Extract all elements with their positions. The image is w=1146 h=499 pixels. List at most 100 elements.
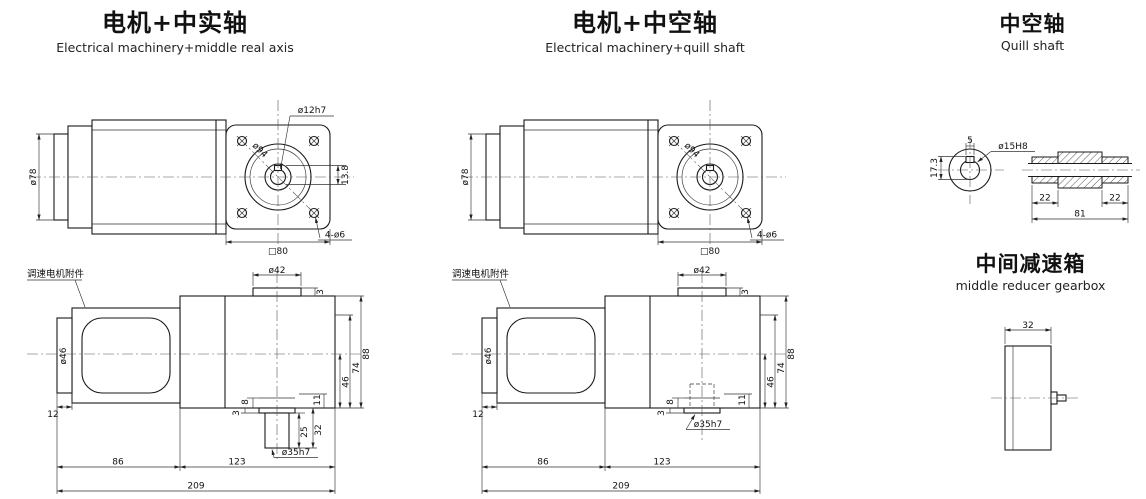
dim-label-output-shaft: ø12h7 xyxy=(298,106,326,116)
reducer-gearbox-detail: 32 xyxy=(991,321,1079,451)
dim-74: 74 xyxy=(760,314,787,409)
dim-11: 11 xyxy=(299,393,327,408)
title-cn-solid: 电机+中实轴 xyxy=(101,9,249,37)
dim-74: 74 xyxy=(335,314,362,409)
dim-segment-left: 22 xyxy=(1031,185,1059,207)
dim-label-boss-diameter: ø42 xyxy=(694,266,711,276)
dim-88: 88 xyxy=(760,295,797,409)
dim-label-123: 123 xyxy=(653,458,670,468)
dim-keyway-height: 17.3 xyxy=(930,156,967,180)
dim-label-88: 88 xyxy=(787,348,797,360)
dim-mounting-holes: 4-ø6 xyxy=(315,217,352,241)
accessory-label: 调速电机附件 xyxy=(27,268,85,280)
dim-mounting-holes: 4-ø6 xyxy=(747,217,784,241)
bolt-hole xyxy=(740,135,752,147)
dim-bore-diameter: ø15H8 xyxy=(977,142,1035,163)
dim-collar-3: 3 xyxy=(232,408,259,416)
dim-boss-height: 3 xyxy=(726,287,751,297)
title-cn-quill-motor: 电机+中空轴 xyxy=(571,9,719,37)
dim-label-total-length: 81 xyxy=(1074,210,1085,220)
dim-label-74: 74 xyxy=(777,362,787,374)
dim-label-mounting-holes: 4-ø6 xyxy=(325,231,345,241)
bolt-hole xyxy=(740,207,752,219)
dim-output-shaft: ø12h7 xyxy=(279,106,334,170)
dim-label-shaft-diameter: ø35h7 xyxy=(282,448,310,458)
dim-key-height: 13.8 xyxy=(286,165,351,185)
dim-label-209: 209 xyxy=(612,482,629,492)
bolt-hole xyxy=(308,135,320,147)
dim-46: 46 xyxy=(338,353,352,409)
column-title-quill-shaft: 中空轴 Quill shaft xyxy=(930,12,1135,53)
dim-label-plate-3: 3 xyxy=(657,410,667,416)
dim-shaft-32: 32 xyxy=(295,407,324,449)
dim-label-bore-diameter: ø35h7 xyxy=(694,420,722,430)
dim-label-11: 11 xyxy=(738,394,748,405)
dim-label-boss-diameter: ø42 xyxy=(269,266,286,276)
title-en-reducer: middle reducer gearbox xyxy=(955,278,1106,294)
dim-cap-length: 12 xyxy=(472,393,498,420)
dim-label-motor-diameter: ø46 xyxy=(484,347,494,364)
dim-label-segment-left: 22 xyxy=(1039,194,1050,204)
dim-label-motor-diameter: ø46 xyxy=(59,347,69,364)
top-view-quill-shaft: ø78 ø94 4-ø6 □80 xyxy=(461,100,786,257)
dim-bore-diameter: ø35h7 xyxy=(685,414,730,430)
dim-label-segment-right: 22 xyxy=(1109,194,1120,204)
dim-label-123: 123 xyxy=(228,458,245,468)
column-title-quill-motor: 电机+中空轴 Electrical machinery+quill shaft xyxy=(490,9,800,55)
accessory-label: 调速电机附件 xyxy=(452,268,510,280)
dim-label-11: 11 xyxy=(313,394,323,405)
dim-label-key-height: 13.8 xyxy=(341,165,351,185)
motor-housing-side xyxy=(481,307,606,404)
dim-boss-height: 3 xyxy=(301,287,326,297)
dim-label-reducer-width: 32 xyxy=(1022,321,1033,331)
bolt-hole xyxy=(236,207,248,219)
dim-11: 11 xyxy=(724,393,752,408)
title-en-quill-motor: Electrical machinery+quill shaft xyxy=(545,39,745,55)
dim-label-flange-square: □80 xyxy=(700,247,720,257)
title-en-quill-shaft: Quill shaft xyxy=(1000,38,1065,54)
column-title-reducer: 中间减速箱 middle reducer gearbox xyxy=(915,252,1146,293)
dim-label-mounting-holes: 4-ø6 xyxy=(757,231,777,241)
top-view-solid-shaft: ø78 ø94 ø12h7 13.8 4-ø6 □80 xyxy=(29,100,354,257)
title-cn-quill-shaft: 中空轴 xyxy=(999,12,1066,36)
accessory-callout: 调速电机附件 xyxy=(27,268,86,308)
dim-label-step-8: 8 xyxy=(241,399,251,405)
dim-step-8: 8 xyxy=(666,397,684,408)
gearbox-block xyxy=(604,295,761,409)
gearbox-block xyxy=(179,295,336,409)
dim-label-86: 86 xyxy=(112,458,124,468)
accessory-callout: 调速电机附件 xyxy=(452,268,511,308)
dim-label-shaft-25: 25 xyxy=(300,426,310,437)
title-en-solid: Electrical machinery+middle real axis xyxy=(56,39,294,55)
dim-label-flange-square: □80 xyxy=(268,247,288,257)
side-view-quill-shaft: 调速电机附件 ø42 3 ø46 12 8 3 11 46 xyxy=(452,266,797,494)
motor-housing-side xyxy=(56,307,181,404)
dim-label-209: 209 xyxy=(187,482,204,492)
dim-plate-3: 3 xyxy=(657,408,684,416)
dim-reducer-width: 32 xyxy=(1004,321,1052,344)
dim-label-bore-diameter: ø15H8 xyxy=(998,142,1028,152)
dim-label-cap-length: 12 xyxy=(472,410,483,420)
dim-step-8: 8 xyxy=(241,397,259,408)
dim-label-88: 88 xyxy=(362,348,372,360)
bolt-hole xyxy=(668,207,680,219)
dim-label-keyway-height: 17.3 xyxy=(930,158,940,178)
dim-46: 46 xyxy=(763,353,777,409)
dim-label-boss-height: 3 xyxy=(741,289,751,295)
dim-label-step-8: 8 xyxy=(666,399,676,405)
dim-total-length: 81 xyxy=(1031,207,1129,223)
dim-label-cap-length: 12 xyxy=(47,410,58,420)
title-cn-reducer: 中间减速箱 xyxy=(975,252,1086,276)
side-view-solid-shaft: 调速电机附件 ø42 3 ø46 12 8 3 25 32 xyxy=(27,266,372,494)
dim-88: 88 xyxy=(335,295,372,409)
dim-label-46: 46 xyxy=(342,376,352,388)
quill-shaft-detail: 5 ø15H8 17.3 22 22 81 xyxy=(930,136,1140,223)
dim-cap-length: 12 xyxy=(47,393,73,420)
dim-label-46: 46 xyxy=(767,376,777,388)
dim-label-boss-height: 3 xyxy=(316,289,326,295)
dim-label-collar-3: 3 xyxy=(232,410,242,416)
dim-label-shaft-32: 32 xyxy=(314,424,324,435)
column-title-solid-shaft: 电机+中实轴 Electrical machinery+middle real … xyxy=(20,9,330,55)
dim-length-chain: 86 123 209 xyxy=(481,393,761,494)
dim-label-86: 86 xyxy=(537,458,549,468)
